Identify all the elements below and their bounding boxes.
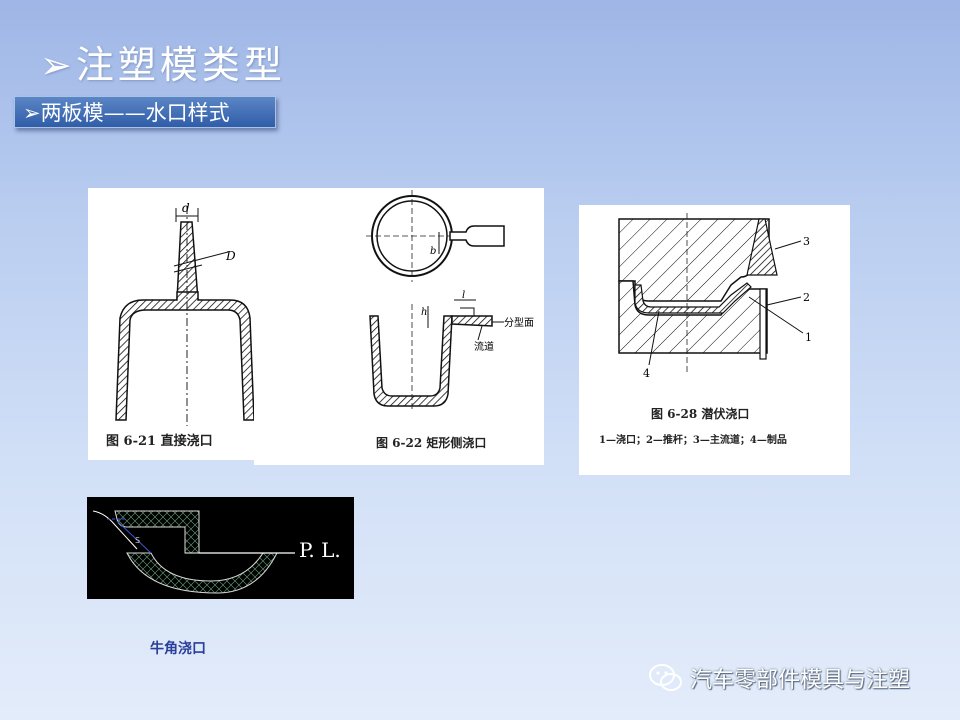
submarine-gate-drawing: 3 2 1 4 xyxy=(618,213,812,380)
watermark-text: 汽车零部件模具与注塑 xyxy=(690,668,911,693)
slide-title: ➢注塑模类型 xyxy=(40,43,286,87)
figure-submarine-gate: 3 2 1 4 图 6-28 潜伏浇口 1—浇口；2—推杆；3—主流道；4—制品 xyxy=(579,205,850,475)
label-l: l xyxy=(462,290,465,301)
section-subtitle: ➢两板模——水口样式 xyxy=(14,96,276,128)
label-4: 4 xyxy=(643,367,650,380)
label-3: 3 xyxy=(803,235,810,248)
side-gate-drawing: b h l 分型面 流道 xyxy=(366,190,534,412)
label-pl: P. L. xyxy=(299,538,341,562)
figure-direct-gate: d D 图 6-21 直接浇口 xyxy=(88,188,256,460)
label-D: D xyxy=(225,249,236,263)
wechat-icon xyxy=(649,664,682,691)
figure-side-gate: b h l 分型面 流道 图 6-22 矩形侧浇口 xyxy=(254,188,544,465)
label-parting: 分型面 xyxy=(504,316,534,329)
label-h: h xyxy=(421,307,427,318)
label-1: 1 xyxy=(805,331,812,344)
legend-submarine-gate: 1—浇口；2—推杆；3—主流道；4—制品 xyxy=(599,435,787,446)
horn-gate-drawing: S P. L. xyxy=(92,510,341,594)
caption-horn-gate: 牛角浇口 xyxy=(150,641,206,657)
label-2: 2 xyxy=(803,291,810,304)
caption-submarine-gate: 图 6-28 潜伏浇口 xyxy=(651,407,750,421)
label-runner: 流道 xyxy=(474,340,494,353)
label-d: d xyxy=(182,201,190,215)
label-small: S xyxy=(135,536,140,545)
direct-gate-drawing: d D xyxy=(115,201,255,426)
figure-horn-gate: S P. L. xyxy=(87,497,354,599)
caption-direct-gate: 图 6-21 直接浇口 xyxy=(106,434,213,449)
caption-side-gate: 图 6-22 矩形侧浇口 xyxy=(376,436,487,450)
label-b: b xyxy=(430,246,436,257)
